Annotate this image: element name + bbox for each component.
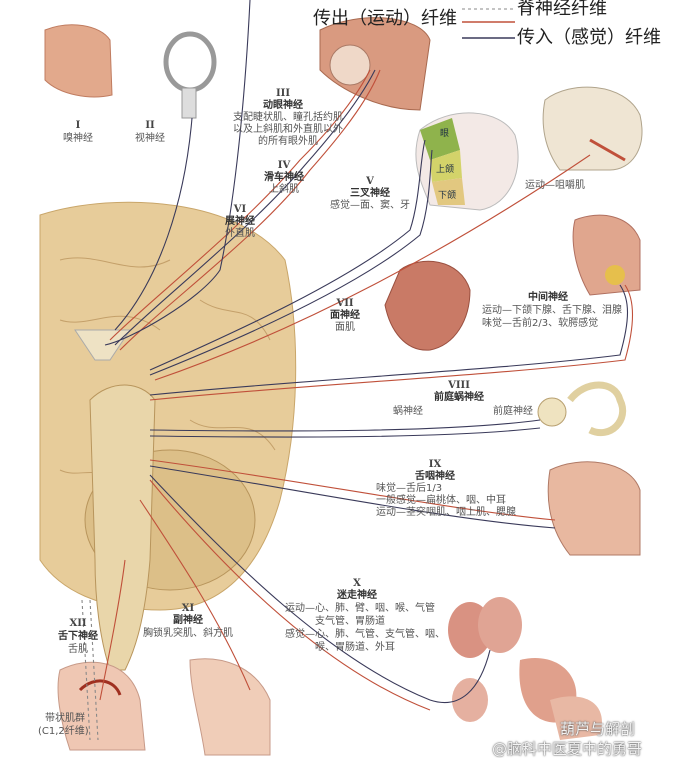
nerve-3-desc: 的所有眼外肌 (258, 136, 318, 147)
watermark-title: 葫芦与解剖 (560, 720, 636, 738)
optic-chiasm (74, 329, 131, 361)
intermediate-nerve-desc: 运动—下颌下腺、舌下腺、泪腺 (482, 305, 622, 316)
face-label-mandible: 下颌 (438, 191, 457, 201)
watermark-handle: @脑科中医夏中的勇哥 (492, 740, 643, 758)
nerve-10-desc: 支气管、胃肠道 (315, 616, 385, 627)
strap-muscles-label: 带状肌群 (45, 713, 85, 724)
strap-muscles-fibers: (C1,2纤维) (38, 726, 89, 737)
nerve-12-desc: 舌肌 (68, 644, 88, 655)
legend-afferent: 传入（感觉）纤维 (517, 27, 661, 48)
nerve-9-desc: 一般感觉—扁桃体、咽、中耳 (376, 495, 506, 506)
nerve-5-motor: 运动—咀嚼肌 (525, 180, 585, 191)
tongue-neck-figure (57, 661, 146, 751)
nerve-8-name: 前庭蜗神经 (434, 392, 484, 403)
nerve-10-number: X (353, 578, 361, 589)
nerve-10-name: 迷走神经 (337, 590, 377, 601)
vestibular-nerve-label: 前庭神经 (493, 406, 533, 417)
nerve-5-desc: 感觉—面、窦、牙 (330, 200, 410, 211)
pharynx-head (547, 461, 641, 556)
nerve-3-number: III (275, 88, 291, 99)
nerve-3-desc: 支配睫状肌、瞳孔括约肌 (233, 112, 343, 123)
nerve-6-desc: 外直肌 (225, 228, 255, 239)
cochlear-nerve-label: 蜗神经 (393, 406, 423, 417)
orbit-section (319, 17, 431, 111)
nerve-4-name: 滑车神经 (264, 172, 304, 183)
nerve-2-number: II (145, 120, 155, 131)
legend-spinal: 脊神经纤维 (517, 0, 607, 19)
nerve-6-name: 展神经 (225, 216, 255, 227)
intermediate-nerve-name: 中间神经 (528, 292, 568, 303)
brainstem (89, 384, 156, 671)
nerve-8-number: VIII (448, 380, 470, 391)
nerve-11-desc: 胸锁乳突肌、斜方肌 (143, 628, 233, 639)
nerve-7-number: VII (336, 298, 354, 309)
nerve-5-number: V (366, 176, 374, 187)
intermediate-nerve-desc: 味觉—舌前2/3、软腭感觉 (482, 318, 599, 329)
nerve-6-number: VI (233, 204, 247, 215)
oral-section (572, 214, 641, 296)
face-label-maxilla: 上颌 (436, 165, 455, 175)
nerve-9-desc: 味觉—舌后1/3 (376, 483, 443, 494)
nerve-12-name: 舌下神经 (58, 631, 98, 642)
skull (542, 86, 643, 171)
nerve-1-number: I (75, 120, 81, 131)
nerve-10-desc: 运动—心、肺、臂、咽、喉、气管 (285, 603, 435, 614)
nerve-5-name: 三叉神经 (350, 188, 390, 199)
nerve-11-number: XI (181, 603, 195, 614)
nerve-3-desc: 以及上斜肌和外直肌以外 (233, 124, 343, 135)
eyeball-ring (163, 31, 217, 93)
visceral-organs (448, 597, 602, 740)
nerve-9-name: 舌咽神经 (415, 471, 455, 482)
nerve-7-desc: 面肌 (335, 322, 355, 333)
nerve-12-number: XII (69, 618, 87, 629)
nerve-9-desc: 运动—茎突咽肌、咽上肌、腮腺 (376, 507, 516, 518)
semicircular-canals (567, 381, 627, 437)
cochlea (537, 397, 567, 427)
legend-efferent: 传出（运动）纤维 (313, 8, 457, 29)
nasal-cavity (44, 24, 113, 98)
nerve-2-name: 视神经 (135, 133, 165, 144)
nerve-7-name: 面神经 (330, 310, 360, 321)
nerve-4-desc: 上斜肌 (269, 184, 299, 195)
nerve-10-desc: 喉、胃肠道、外耳 (315, 642, 395, 653)
nerve-11-name: 副神经 (173, 615, 203, 626)
nerve-fibers (81, 0, 633, 741)
nerve-9-number: IX (428, 459, 442, 470)
nerve-4-number: IV (277, 160, 291, 171)
face-label-eye: 眼 (440, 129, 450, 139)
neck-figure (189, 658, 271, 756)
nerve-1-name: 嗅神经 (63, 133, 93, 144)
nerve-3-name: 动眼神经 (263, 100, 303, 111)
facial-muscle-head (384, 260, 471, 351)
nerve-10-desc: 感觉—心、肺、气管、支气管、咽、 (285, 629, 445, 640)
